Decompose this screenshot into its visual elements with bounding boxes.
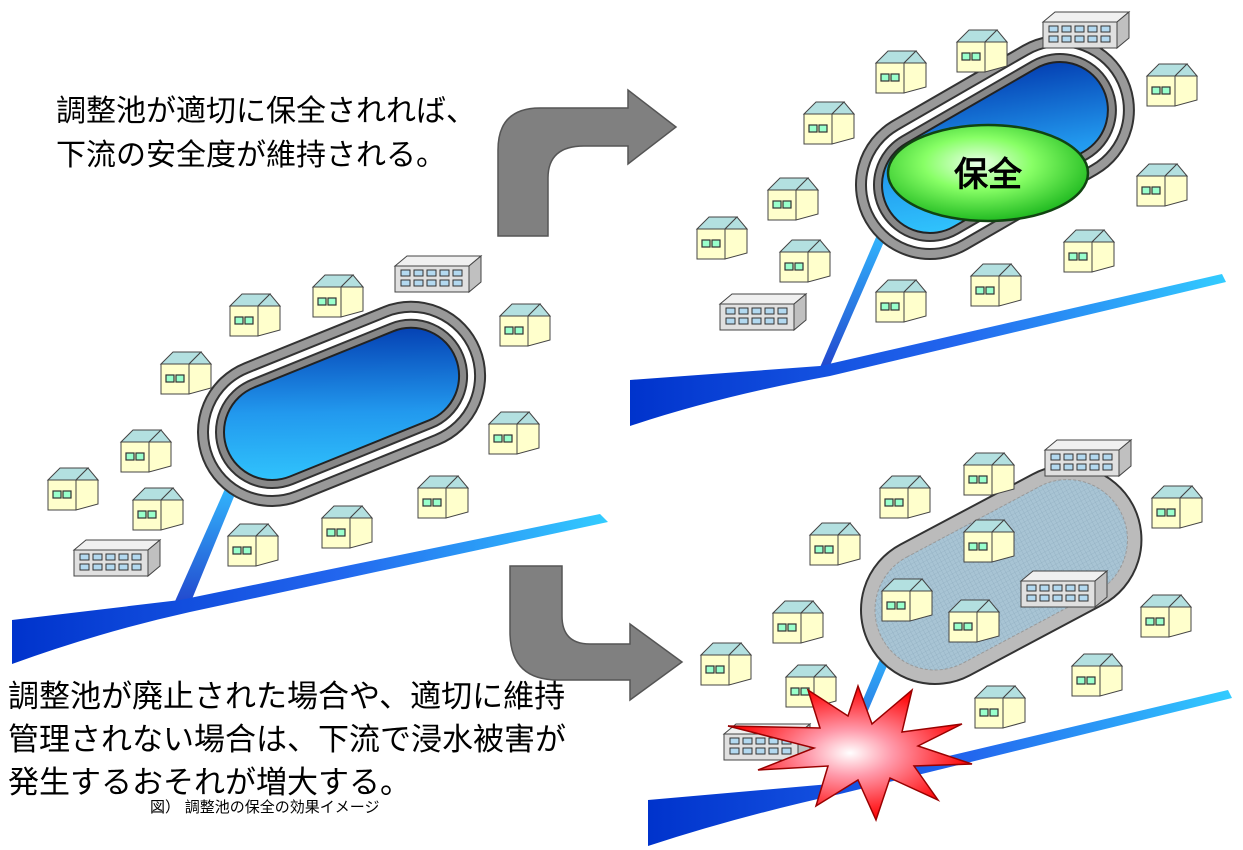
house-icon bbox=[1071, 653, 1123, 697]
apartment-building-icon bbox=[719, 293, 807, 331]
house-icon bbox=[700, 642, 752, 686]
apartment-building-icon bbox=[1042, 11, 1130, 49]
house-icon bbox=[417, 475, 469, 519]
top-caption-line-2: 下流の安全度が維持される。 bbox=[56, 138, 446, 173]
left-scene bbox=[12, 255, 608, 664]
bottom-caption-line-1: 調整池が廃止された場合や、適切に維持 bbox=[8, 679, 566, 715]
bottom-caption-line-2: 管理されない場合は、下流で浸水被害が bbox=[8, 722, 566, 758]
house-icon bbox=[963, 452, 1015, 496]
house-icon bbox=[160, 351, 212, 395]
house-icon bbox=[767, 177, 819, 221]
abandoned-detention-pond bbox=[860, 464, 1143, 685]
house-icon bbox=[499, 303, 551, 347]
apartment-building-icon bbox=[73, 539, 161, 577]
right-bottom-river bbox=[648, 690, 1232, 846]
house-icon bbox=[875, 279, 927, 323]
house-icon bbox=[875, 50, 927, 94]
house-icon bbox=[970, 263, 1022, 307]
apartment-building-icon bbox=[394, 255, 482, 293]
house-icon bbox=[974, 685, 1026, 729]
house-icon bbox=[120, 429, 172, 473]
house-icon bbox=[488, 411, 540, 455]
house-icon bbox=[779, 239, 831, 283]
preserved-scene: 保全 bbox=[630, 7, 1226, 426]
house-icon bbox=[879, 475, 931, 519]
right-top-river bbox=[630, 274, 1226, 426]
top-caption-line-1: 調整池が適切に保全されれば、 bbox=[56, 94, 476, 129]
house-icon bbox=[1063, 229, 1115, 273]
house-icon bbox=[772, 600, 824, 644]
abandoned-scene bbox=[648, 439, 1232, 846]
house-icon bbox=[963, 519, 1015, 563]
house-icon bbox=[809, 522, 861, 566]
apartment-building-icon bbox=[1020, 570, 1108, 608]
bottom-caption-line-3: 発生するおそれが増大する。 bbox=[8, 765, 411, 801]
house-icon bbox=[227, 523, 279, 567]
house-icon bbox=[47, 467, 99, 511]
curved-arrow-icon bbox=[509, 565, 684, 702]
preserved-label: 保全 bbox=[954, 155, 1023, 195]
explosion-icon bbox=[727, 683, 973, 823]
house-icon bbox=[321, 505, 373, 549]
right-top-stream bbox=[818, 228, 890, 372]
house-icon bbox=[881, 578, 933, 622]
house-icon bbox=[1136, 163, 1188, 207]
house-icon bbox=[1151, 485, 1203, 529]
house-icon bbox=[132, 487, 184, 531]
apartment-building-icon bbox=[1044, 439, 1132, 477]
house-icon bbox=[1140, 594, 1192, 638]
preserved-label-badge: 保全 bbox=[886, 123, 1090, 223]
house-icon bbox=[312, 274, 364, 318]
left-stream bbox=[172, 482, 240, 608]
house-icon bbox=[956, 29, 1008, 73]
house-icon bbox=[1146, 63, 1198, 107]
house-icon bbox=[948, 599, 1000, 643]
house-icon bbox=[696, 216, 748, 260]
house-icon bbox=[803, 101, 855, 145]
left-river bbox=[12, 514, 608, 664]
curved-arrow-icon bbox=[497, 88, 678, 237]
figure-caption: 図） 調整池の保全の効果イメージ bbox=[150, 798, 380, 816]
house-icon bbox=[229, 293, 281, 337]
